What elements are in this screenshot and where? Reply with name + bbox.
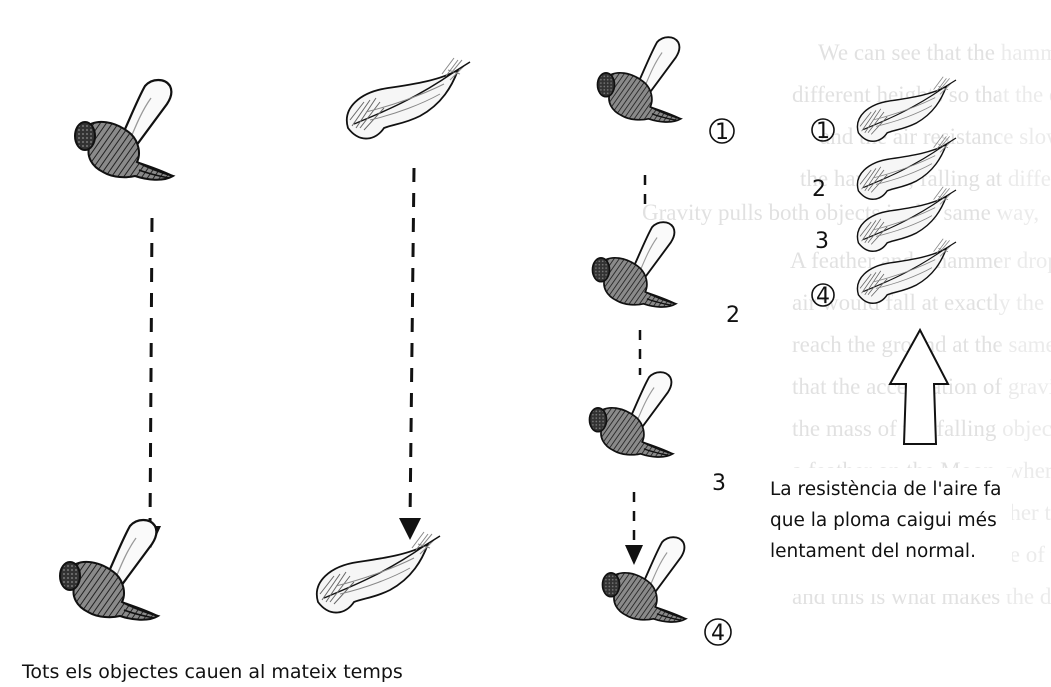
feather-top-col2: [347, 58, 470, 139]
fall-arrow-col2: [410, 168, 414, 522]
step2-label-col3: 2: [726, 303, 740, 328]
step2-label-col4: 2: [812, 177, 826, 202]
hammer-step1: [598, 37, 681, 122]
hammer-top-col1: [75, 80, 173, 180]
hammer-bottom-col1: [60, 520, 158, 620]
step3-label-col3: 3: [712, 471, 726, 496]
step3-label-col4: 3: [815, 229, 829, 254]
ghost-line-5: Gravity pulls both objects in the same w…: [642, 200, 1039, 225]
fall-arrow-col1: [150, 218, 152, 530]
air-resistance-caption: La resistència de l'aire fa que la ploma…: [762, 468, 1012, 594]
hammer-step4: [603, 537, 686, 622]
step1-label-col4: 1: [816, 119, 830, 144]
step1-label-col3: 1: [715, 120, 729, 145]
arrowhead-col2: [399, 518, 421, 540]
hammer-step3: [590, 372, 673, 457]
bottom-caption: Tots els objectes cauen al mateix temps: [8, 659, 413, 687]
caption-line-2: que la ploma caigui més: [770, 505, 1004, 536]
step4-label-col4: 4: [816, 284, 830, 309]
caption-line-3: lentament del normal.: [770, 536, 1004, 567]
caption-line-1: La resistència de l'aire fa: [770, 474, 1004, 505]
arrowhead-col3: [625, 545, 643, 565]
hammer-step2: [593, 222, 676, 307]
step4-label-col3: 4: [711, 621, 725, 646]
feather-bottom-col2: [317, 532, 440, 613]
